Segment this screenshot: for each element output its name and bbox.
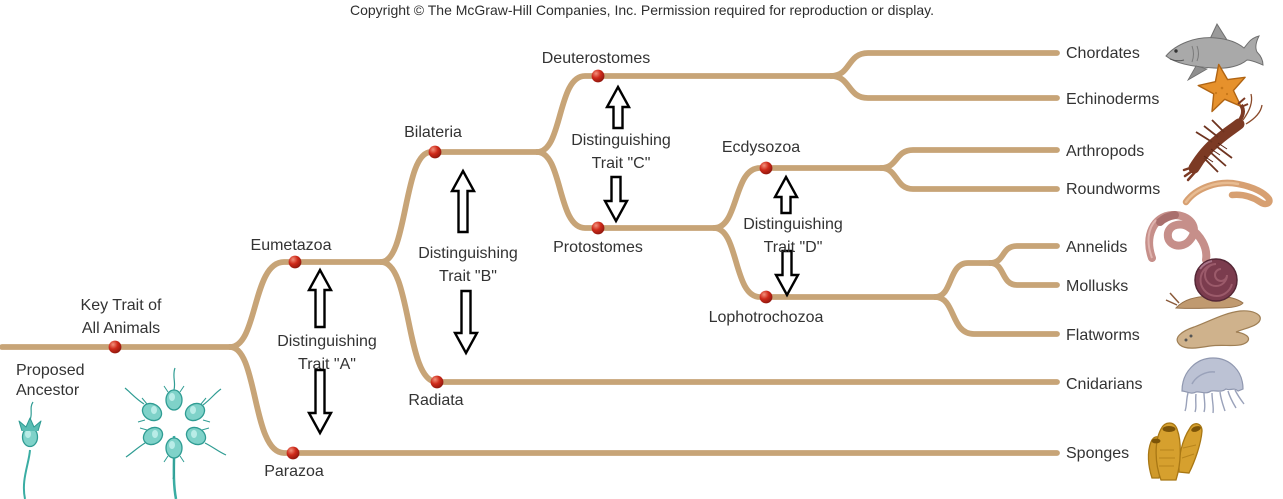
label-flatworms: Flatworms	[1066, 327, 1140, 344]
trait-d-label-line1: Distinguishing	[743, 216, 843, 233]
label-lophotrochozoa: Lophotrochozoa	[709, 309, 824, 326]
jellyfish-icon	[1181, 357, 1245, 414]
label-protostomes: Protostomes	[553, 239, 643, 256]
trait-a-up-arrow	[306, 267, 334, 329]
branch-arthropods	[878, 147, 1060, 171]
node-radiata	[430, 375, 444, 389]
label-chordates: Chordates	[1066, 45, 1140, 62]
starfish-icon	[1197, 63, 1246, 113]
key-trait-label-line2: All Animals	[82, 320, 160, 337]
single-choanoflagellate-icon	[18, 401, 42, 499]
trait-a-label-line2: Trait "A"	[298, 356, 356, 373]
trait-d-down-arrow	[773, 249, 801, 298]
label-ecdysozoa: Ecdysozoa	[722, 139, 800, 156]
trait-c-down-arrow	[602, 175, 630, 224]
trait-a-down-arrow	[306, 368, 334, 436]
label-echinoderms: Echinoderms	[1066, 91, 1159, 108]
proposed-ancestor-label-line1: Proposed	[16, 362, 85, 379]
trait-b-up-arrow	[449, 168, 477, 234]
label-parazoa: Parazoa	[264, 463, 324, 480]
tree-branches	[0, 50, 1060, 456]
node-protostomes	[591, 221, 605, 235]
branch-mollusks	[987, 260, 1060, 288]
trait-b-label-line1: Distinguishing	[418, 245, 518, 262]
node-ecdysozoa	[759, 161, 773, 175]
branch-parazoa-sponges	[227, 344, 1060, 456]
trait-b-label-line2: Trait "B"	[439, 268, 497, 285]
taxa-illustrations	[1145, 22, 1273, 481]
sponge-icon	[1147, 422, 1203, 481]
earthworm-icon	[1145, 211, 1211, 264]
tree-nodes	[108, 69, 773, 460]
branch-lophotrochozoa	[711, 225, 938, 300]
label-roundworms: Roundworms	[1066, 181, 1160, 198]
roundworm-icon	[1182, 179, 1273, 208]
label-sponges: Sponges	[1066, 445, 1129, 462]
trait-a-label-line1: Distinguishing	[277, 333, 377, 350]
colonial-choanoflagellate-icon	[124, 367, 227, 499]
snail-icon	[1165, 258, 1244, 309]
label-mollusks: Mollusks	[1066, 278, 1128, 295]
crayfish-icon	[1182, 93, 1263, 182]
trait-arrows	[306, 84, 801, 436]
branch-echinoderms	[828, 73, 1060, 101]
label-cnidarians: Cnidarians	[1066, 376, 1142, 393]
branch-bilateria	[378, 149, 540, 265]
branch-annelid-mollusk-stem	[932, 260, 993, 300]
branch-flatworms	[932, 294, 1060, 337]
node-lophotrochozoa	[759, 290, 773, 304]
node-eumetazoa	[288, 255, 302, 269]
branch-eumetazoa	[227, 259, 384, 350]
tree-labels: Key Trait of All Animals Proposed Ancest…	[16, 45, 1160, 480]
label-annelids: Annelids	[1066, 239, 1127, 256]
label-bilateria: Bilateria	[404, 124, 462, 141]
flatworm-icon	[1176, 310, 1261, 349]
branch-deuterostomes	[534, 73, 834, 155]
node-root	[108, 340, 122, 354]
trait-c-label-line2: Trait "C"	[592, 155, 651, 172]
shark-icon	[1165, 22, 1264, 82]
label-deuterostomes: Deuterostomes	[542, 50, 651, 67]
branch-chordates	[828, 50, 1060, 79]
proposed-ancestor-label-line2: Ancestor	[16, 382, 80, 399]
trait-c-label-line1: Distinguishing	[571, 132, 671, 149]
trait-b-down-arrow	[452, 289, 480, 356]
key-trait-label-line1: Key Trait of	[81, 297, 162, 314]
trait-d-up-arrow	[772, 174, 800, 215]
node-parazoa	[286, 446, 300, 460]
trait-d-label-line2: Trait "D"	[764, 239, 823, 256]
branch-protostomes	[534, 149, 717, 231]
node-deuterostomes	[591, 69, 605, 83]
copyright-text: Copyright © The McGraw-Hill Companies, I…	[350, 2, 934, 18]
node-bilateria	[428, 145, 442, 159]
branch-annelids	[987, 243, 1060, 266]
branch-ecdysozoa	[711, 165, 884, 231]
ancestor-illustrations	[18, 367, 227, 499]
branch-roundworms	[878, 165, 1060, 192]
label-eumetazoa: Eumetazoa	[251, 237, 332, 254]
trait-c-up-arrow	[604, 84, 632, 130]
label-radiata: Radiata	[408, 392, 463, 409]
label-arthropods: Arthropods	[1066, 143, 1144, 160]
